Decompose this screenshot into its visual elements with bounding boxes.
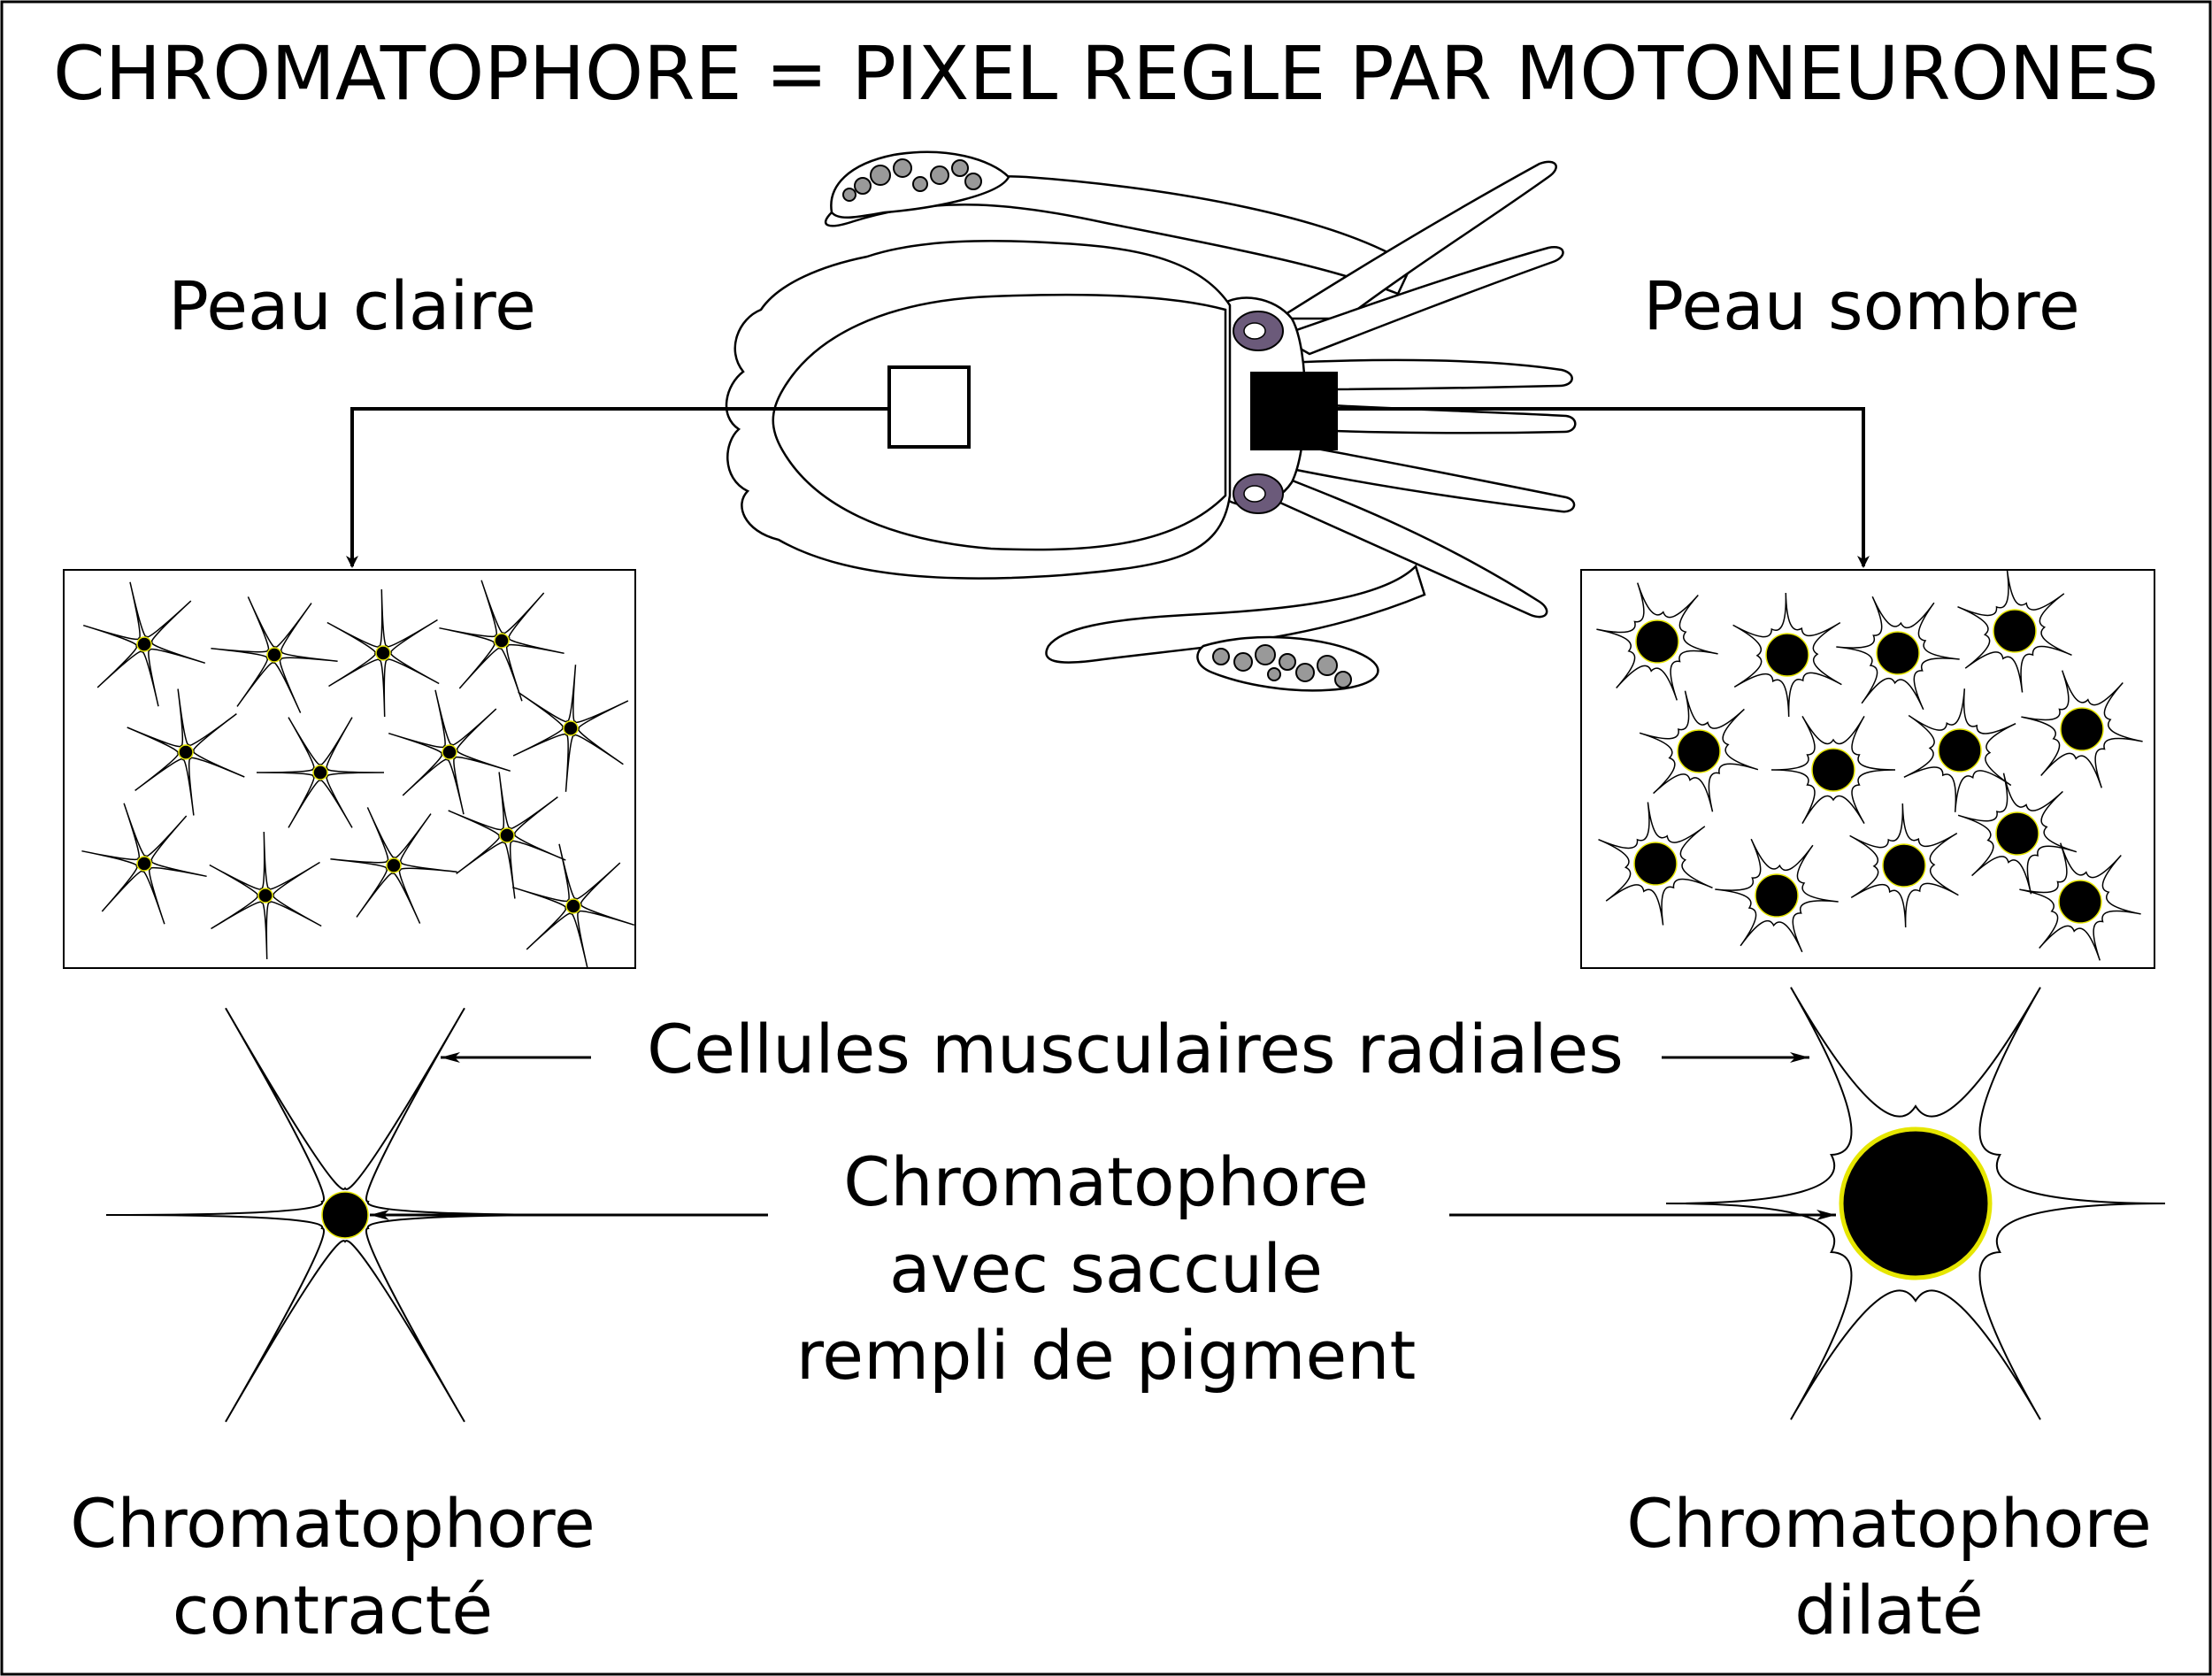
arm-2: [1275, 246, 1564, 356]
upper-tentacle: [824, 175, 1413, 296]
dilated-cell-grid: [1596, 569, 2143, 961]
muscle-cells-label: Cellules musculaires radiales: [647, 1010, 1624, 1088]
arm-5: [1281, 441, 1576, 513]
cuttlefish-mantle: [772, 293, 1227, 551]
dilated-chromatophore: [1770, 716, 1896, 824]
dilated-chromatophore: [1715, 838, 1839, 953]
dilated-chromatophore: [1836, 596, 1960, 711]
arm-3: [1280, 358, 1573, 391]
light-skin-panel: [63, 569, 636, 969]
pigment-saccule: [1882, 843, 1926, 888]
dilated-chromatophore-illustration: [1665, 987, 2166, 1420]
dilated-chromatophore: [1639, 690, 1759, 812]
pigment-saccule: [1811, 748, 1855, 792]
dilated-chromatophore: [1957, 569, 2072, 693]
pigment-label-line-3: rempli de pigment: [796, 1316, 1417, 1395]
contracted-label-line-1: Chromatophore: [70, 1484, 595, 1563]
pigment-saccule: [2060, 707, 2104, 751]
pigment-saccule: [1677, 729, 1721, 773]
pigment-saccule: [375, 645, 391, 661]
contracted-chromatophore: [209, 831, 322, 960]
dilated-label-line-2: dilaté: [1794, 1571, 1984, 1649]
contracted-label-line-2: contracté: [173, 1571, 493, 1649]
pigment-saccule: [312, 765, 328, 780]
pupil-icon: [1243, 322, 1266, 340]
pigment-saccule: [565, 898, 581, 914]
contracted-chromatophore: [448, 772, 566, 899]
contracted-chromatophore: [82, 581, 206, 707]
pigment-saccule: [136, 636, 152, 652]
contracted-chromatophore-large: [105, 1007, 585, 1423]
pigment-saccule: [1995, 811, 2039, 856]
dilated-chromatophore: [1957, 773, 2078, 895]
dark-skin-connector: [1336, 407, 1870, 568]
arm-6: [1272, 472, 1548, 619]
contracted-cell-grid: [81, 580, 635, 969]
dilated-chromatophore: [1596, 582, 1718, 701]
pigment-saccule: [257, 888, 273, 903]
contracted-chromatophore: [326, 588, 440, 718]
dark-skin-label: Peau sombre: [1643, 266, 2079, 345]
dilated-chromatophore: [1598, 802, 1713, 926]
pigment-saccule: [1993, 609, 2037, 653]
dilated-chromatophore: [2021, 670, 2143, 788]
contracted-chromatophore: [81, 803, 207, 925]
contracted-chromatophore: [439, 580, 565, 702]
light-skin-connector: [346, 407, 889, 568]
contracted-chromatophore: [256, 717, 385, 828]
dilated-chromatophore: [1903, 688, 2016, 812]
contracted-chromatophore-illustration: [105, 1007, 585, 1423]
pigment-label-line-1: Chromatophore: [843, 1142, 1368, 1221]
pigment-saccule: [499, 827, 515, 843]
contracted-chromatophore: [211, 596, 338, 713]
pupil-icon: [1243, 485, 1266, 503]
pigment-saccule: [2058, 880, 2102, 924]
dilated-chromatophore-large: [1665, 987, 2166, 1420]
cuttlefish-icon: [725, 150, 1577, 692]
pigment-saccule: [494, 633, 510, 649]
pigment-saccule: [442, 744, 457, 760]
pigment-saccule: [386, 857, 402, 873]
pigment-saccule: [563, 720, 579, 736]
dilated-label-line-1: Chromatophore: [1626, 1484, 2151, 1563]
dilated-chromatophore: [1849, 803, 1959, 928]
tentacle-suckers: [842, 158, 1352, 688]
white-square-icon: [887, 365, 971, 449]
diagram-title: CHROMATOPHORE = PIXEL REGLE PAR MOTONEUR…: [53, 30, 2159, 117]
pigment-saccule: [1876, 631, 1920, 675]
dilated-chromatophore: [2019, 842, 2141, 961]
pigment-saccule: [136, 856, 152, 872]
pigment-saccule: [321, 1191, 369, 1239]
pigment-saccule: [178, 744, 194, 760]
pigment-saccule: [1765, 633, 1809, 677]
contracted-chromatophore: [127, 688, 245, 816]
contracted-chromatophore: [512, 665, 629, 792]
black-square-icon: [1250, 372, 1338, 450]
dilated-chromatophore: [1732, 592, 1842, 718]
contracted-chromatophore: [330, 807, 457, 924]
pigment-saccule: [1633, 842, 1678, 886]
pigment-saccule: [1635, 619, 1679, 664]
arm-1: [1274, 160, 1557, 320]
pigment-saccule: [1839, 1126, 1993, 1280]
pigment-saccule: [266, 647, 282, 663]
light-skin-label: Peau claire: [168, 266, 536, 345]
pigment-saccule: [1938, 728, 1982, 773]
contracted-chromatophore: [388, 689, 511, 815]
pigment-saccule: [1755, 873, 1799, 918]
pigment-label-line-2: avec saccule: [889, 1229, 1323, 1308]
contracted-chromatophore: [511, 843, 635, 969]
